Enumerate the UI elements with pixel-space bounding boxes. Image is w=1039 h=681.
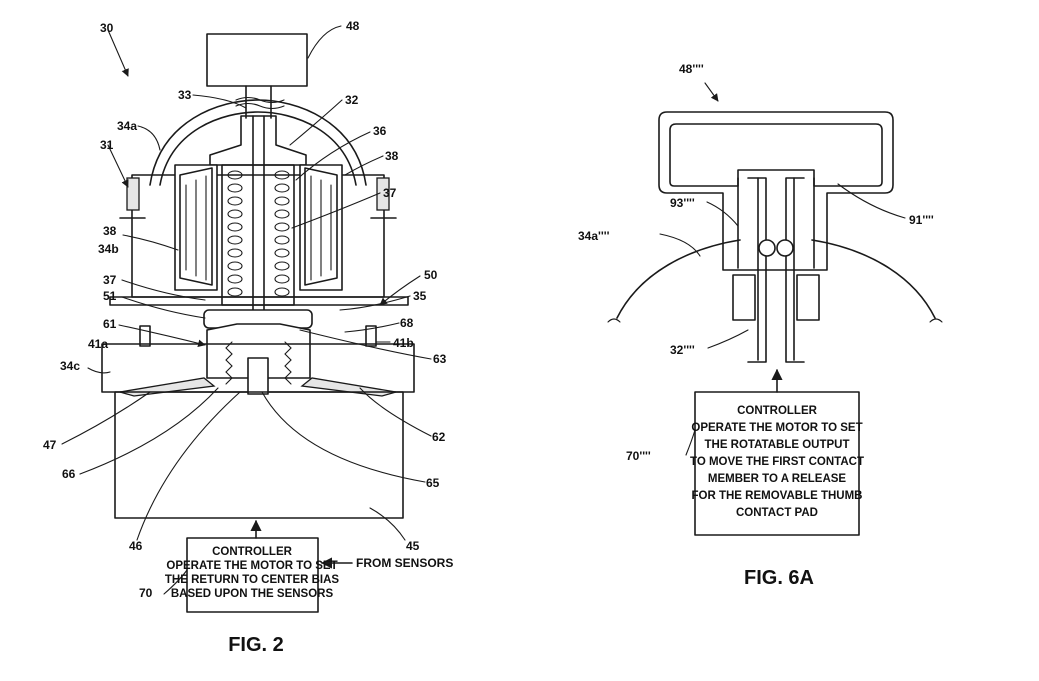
thumb-pad-48: [206, 33, 308, 87]
ref-51: 51: [103, 289, 117, 303]
fig6a-controller-line-6: FOR THE REMOVABLE THUMB: [691, 490, 862, 502]
ref-33: 33: [178, 88, 192, 102]
dome-housing-34a: [149, 99, 367, 186]
ref-45: 45: [406, 539, 420, 553]
fig2-controller-line-1: CONTROLLER: [212, 546, 293, 558]
fig6a-controller-text: CONTROLLER OPERATE THE MOTOR TO SET THE …: [690, 405, 864, 519]
ref-46: 46: [129, 539, 143, 553]
magnet-coil-38-right: [299, 164, 343, 291]
magnet-coil-38-left: [174, 164, 218, 291]
fig6a-controller-line-5: MEMBER TO A RELEASE: [708, 473, 847, 485]
fig6a-controller-line-1: CONTROLLER: [737, 405, 818, 417]
ref-48: 48: [346, 19, 360, 33]
ref-32: 32: [345, 93, 359, 107]
fig2-labels: 30 48 33 32 34a 36 31 38 37 38 34b 37 50…: [43, 19, 453, 600]
fig6a-controller-line-4: TO MOVE THE FIRST CONTACT: [690, 456, 864, 468]
fig2-controller-line-4: BASED UPON THE SENSORS: [171, 588, 334, 600]
ref-41b: 41b: [393, 336, 414, 350]
ref-50: 50: [424, 268, 438, 282]
ref-91-6a: 91'''': [909, 213, 934, 227]
ref-32-6a: 32'''': [670, 343, 695, 357]
ref-66: 66: [62, 467, 76, 481]
dome-arc-right: [811, 239, 936, 319]
disc-62: [300, 377, 397, 397]
ref-30: 30: [100, 21, 114, 35]
ref-34c: 34c: [60, 359, 80, 373]
housing-34b: [131, 174, 385, 298]
ref-35: 35: [413, 289, 427, 303]
post-41a: [139, 325, 151, 347]
post-41b: [365, 325, 377, 347]
plate-50: [109, 296, 409, 306]
ref-31: 31: [100, 138, 114, 152]
motor-45: [114, 391, 404, 519]
ref-70: 70: [139, 586, 153, 600]
detent-ball-left: [758, 239, 776, 257]
detent-ball-right: [776, 239, 794, 257]
controller-box-70: [186, 537, 319, 613]
ref-93-6a: 93'''': [670, 196, 695, 210]
fig2-caption: FIG. 2: [228, 634, 284, 656]
ref-65: 65: [426, 476, 440, 490]
ref-36: 36: [373, 124, 387, 138]
ref-37-left: 37: [103, 273, 117, 287]
fig2-controller-line-3: THE RETURN TO CENTER BIAS: [165, 574, 340, 586]
ref-34b: 34b: [98, 242, 119, 256]
fig2-controller-text: CONTROLLER OPERATE THE MOTOR TO SET THE …: [165, 546, 340, 600]
ref-70-6a: 70'''': [626, 449, 651, 463]
ref-47: 47: [43, 438, 57, 452]
threaded-nut-63: [206, 323, 311, 379]
ref-48-6a: 48'''': [679, 62, 704, 76]
ref-38-top: 38: [385, 149, 399, 163]
rotor-32: [209, 115, 307, 166]
ref-63: 63: [433, 352, 447, 366]
screw-65: [247, 357, 269, 395]
controller-box-70-fig6a: [694, 391, 860, 536]
ref-37-top: 37: [383, 186, 397, 200]
fig2-drawing: [61, 25, 432, 613]
fig6a-caption: FIG. 6A: [744, 567, 814, 589]
thumb-pad-91: [658, 111, 894, 271]
support-block-right: [796, 274, 820, 321]
ref-34a: 34a: [117, 119, 137, 133]
from-sensors-label: FROM SENSORS: [356, 556, 453, 570]
support-block-left: [732, 274, 756, 321]
ref-61: 61: [103, 317, 117, 331]
disc-47: [119, 377, 216, 397]
ref-38-left: 38: [103, 224, 117, 238]
fig6a-controller-line-7: CONTACT PAD: [736, 507, 818, 519]
dome-arc-left: [616, 239, 741, 319]
contact-member-32-right: [785, 177, 805, 363]
return-spring-36: [221, 164, 295, 306]
contact-member-32-left: [747, 177, 767, 363]
fig6a-labels: 48'''' 93'''' 91'''' 34a'''' 32'''' 70''…: [578, 62, 934, 463]
fig2-controller-line-2: OPERATE THE MOTOR TO SET: [166, 560, 337, 572]
fig6a-drawing: [607, 82, 943, 536]
ref-68: 68: [400, 316, 414, 330]
ref-41a: 41a: [88, 337, 108, 351]
fig6a-controller-line-2: OPERATE THE MOTOR TO SET: [691, 422, 862, 434]
ref-34a-6a: 34a'''': [578, 229, 610, 243]
ref-62: 62: [432, 430, 446, 444]
fig6a-controller-line-3: THE ROTATABLE OUTPUT: [704, 439, 849, 451]
